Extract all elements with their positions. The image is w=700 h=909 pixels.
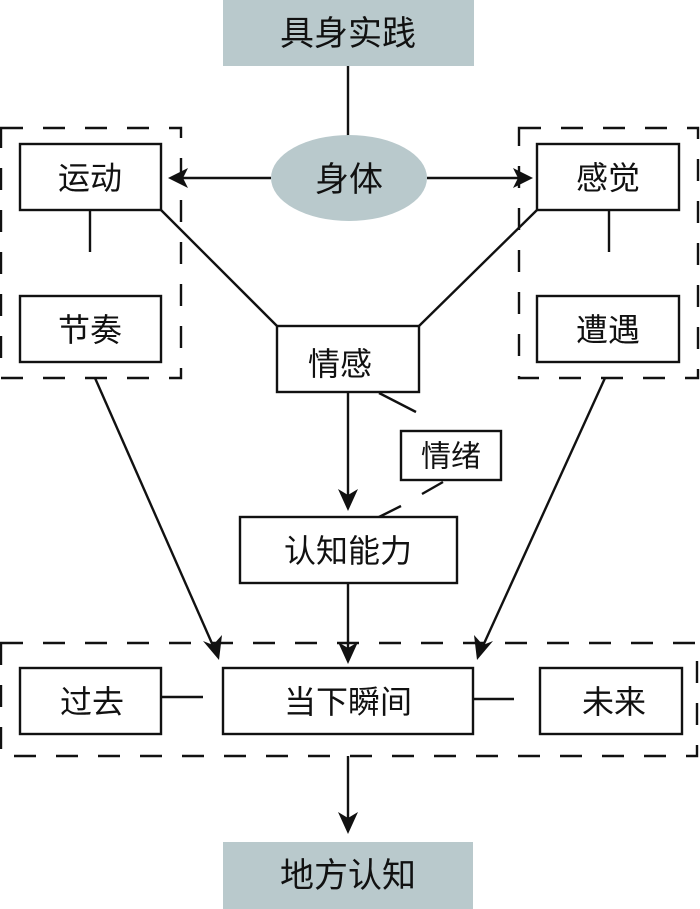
node-rhythm: 节奏	[18, 294, 163, 364]
arrowhead-motion	[168, 168, 188, 188]
edge-emotion-mood	[378, 391, 417, 414]
arrowhead-left-present	[203, 635, 222, 660]
node-label: 情感	[308, 345, 372, 383]
node-label: 遭遇	[576, 311, 640, 349]
node-sense: 感觉	[535, 142, 681, 212]
node-emotion: 情感	[275, 324, 421, 394]
edge-sense-emotion	[418, 209, 538, 327]
node-cognition: 认知能力	[238, 515, 459, 585]
right-group-frame	[517, 126, 700, 380]
node-label: 情绪	[421, 440, 481, 475]
node-label: 认知能力	[284, 532, 412, 570]
edge-mood-cognition-2	[378, 504, 402, 519]
node-place-cognition: 地方认知	[223, 842, 473, 909]
node-label: 具身实践	[280, 14, 416, 54]
node-label: 节奏	[58, 311, 122, 349]
node-future: 未来	[538, 666, 684, 736]
node-label: 感觉	[576, 159, 640, 197]
node-embodied-practice: 具身实践	[223, 0, 474, 66]
node-motion: 运动	[18, 142, 163, 212]
arrowhead-present	[338, 642, 358, 664]
node-label: 当下瞬间	[284, 683, 412, 721]
node-label: 运动	[58, 159, 122, 197]
node-label: 地方认知	[280, 856, 416, 896]
node-encounter: 遭遇	[535, 294, 681, 364]
node-body: 身体	[271, 135, 427, 221]
node-label: 身体	[315, 160, 383, 200]
arrowhead-cognition	[338, 489, 358, 511]
arrowhead-right-present	[474, 635, 493, 660]
node-present-moment: 当下瞬间	[221, 666, 475, 736]
left-group-frame	[0, 126, 183, 380]
edge-left-group-present	[93, 377, 216, 649]
node-label: 未来	[582, 683, 646, 721]
edge-motion-emotion	[160, 209, 278, 327]
arrowhead-sense	[513, 168, 533, 188]
edge-right-group-present	[480, 377, 607, 649]
arrowhead-place	[338, 812, 358, 834]
node-past: 过去	[18, 666, 163, 736]
node-mood: 情绪	[399, 429, 503, 482]
edge-mood-cognition-1	[421, 480, 444, 496]
node-label: 过去	[60, 683, 124, 721]
